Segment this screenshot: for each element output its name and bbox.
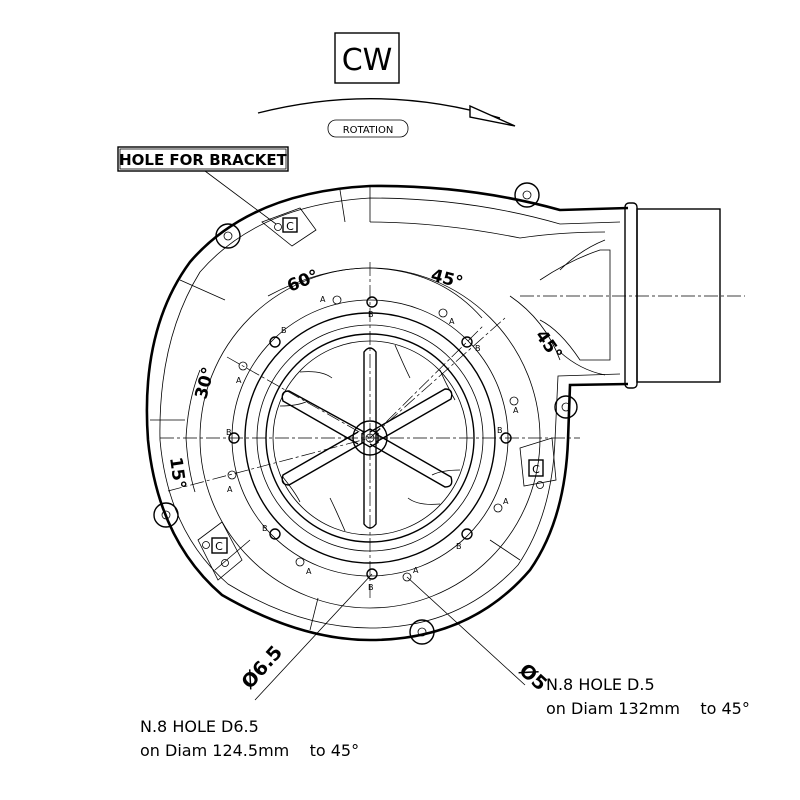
svg-text:A: A: [449, 317, 455, 326]
hole-b: B: [461, 336, 481, 353]
svg-text:B: B: [368, 310, 374, 319]
cw-box: CW: [334, 32, 400, 84]
center-lines: [160, 262, 580, 600]
note-a-line2: on Diam 124.5mm to 45°: [140, 741, 359, 760]
angle-45-top: 45°: [429, 266, 465, 294]
svg-text:A: A: [513, 406, 519, 415]
hole-for-bracket-callout: HOLE FOR BRACKET: [117, 146, 289, 225]
scroll-housing: [145, 184, 629, 642]
bracket-holes: C C C: [197, 207, 557, 581]
svg-text:B: B: [475, 344, 481, 353]
svg-text:B: B: [281, 326, 287, 335]
bracket-hole-left: C: [197, 521, 243, 581]
outlet-duct: [520, 202, 745, 389]
hole-b: B: [366, 568, 378, 592]
bolt-holes-b: B B B B B B B B: [226, 296, 512, 592]
svg-text:A: A: [320, 295, 326, 304]
angle-dimensions: 60° 45° 45° 30° 15°: [165, 266, 566, 493]
svg-text:B: B: [262, 524, 268, 533]
note-b-line2: on Diam 132mm to 45°: [546, 699, 750, 718]
svg-text:C: C: [532, 463, 540, 476]
mounting-lugs: [153, 182, 578, 645]
hole-b: B: [456, 528, 473, 551]
impeller-spokes: [281, 347, 453, 529]
hole-b: B: [269, 326, 287, 348]
hole-a: A: [509, 396, 519, 415]
angle-45-right: 45°: [531, 326, 566, 364]
svg-text:B: B: [368, 583, 374, 592]
svg-text:B: B: [497, 426, 503, 435]
svg-text:B: B: [226, 428, 232, 437]
svg-text:A: A: [227, 485, 233, 494]
svg-text:A: A: [236, 376, 242, 385]
svg-text:C: C: [215, 540, 223, 553]
note-a-line1: N.8 HOLE D6.5: [140, 717, 259, 736]
angle-30: 30°: [192, 365, 220, 401]
svg-text:A: A: [503, 497, 509, 506]
leader-lines: [254, 573, 526, 701]
callout-d5: Ø5 N.8 HOLE D.5 on Diam 132mm to 45°: [515, 659, 750, 718]
hole-b: B: [366, 296, 378, 319]
hole-for-bracket-label: HOLE FOR BRACKET: [119, 151, 288, 169]
hole-b: B: [497, 426, 512, 444]
impeller: [272, 340, 468, 536]
hole-b: B: [262, 524, 281, 540]
dia-6-5-label: Ø6.5: [237, 642, 287, 694]
hole-a: A: [402, 566, 419, 582]
svg-text:A: A: [413, 566, 419, 575]
svg-text:C: C: [286, 220, 294, 233]
hole-a: A: [236, 361, 248, 385]
note-b-line1: N.8 HOLE D.5: [546, 675, 655, 694]
hole-a: A: [227, 470, 237, 494]
rotation-label: ROTATION: [343, 125, 394, 136]
angle-60: 60°: [284, 266, 321, 297]
impeller-blades: [279, 344, 461, 532]
hole-a: A: [438, 308, 455, 326]
callout-d6-5: Ø6.5 N.8 HOLE D6.5 on Diam 124.5mm to 45…: [140, 642, 359, 760]
bracket-hole-top: C: [261, 207, 317, 247]
hole-a: A: [493, 497, 509, 513]
hole-a: A: [295, 557, 312, 576]
svg-text:B: B: [456, 542, 462, 551]
rotation-arrow: ROTATION: [257, 97, 516, 138]
hole-b: B: [226, 428, 240, 444]
cw-label: CW: [342, 43, 393, 78]
hole-a: A: [320, 295, 342, 305]
angle-15: 15°: [165, 456, 189, 491]
svg-text:A: A: [306, 567, 312, 576]
bolt-holes-a: A A A A A A A A: [227, 295, 519, 582]
